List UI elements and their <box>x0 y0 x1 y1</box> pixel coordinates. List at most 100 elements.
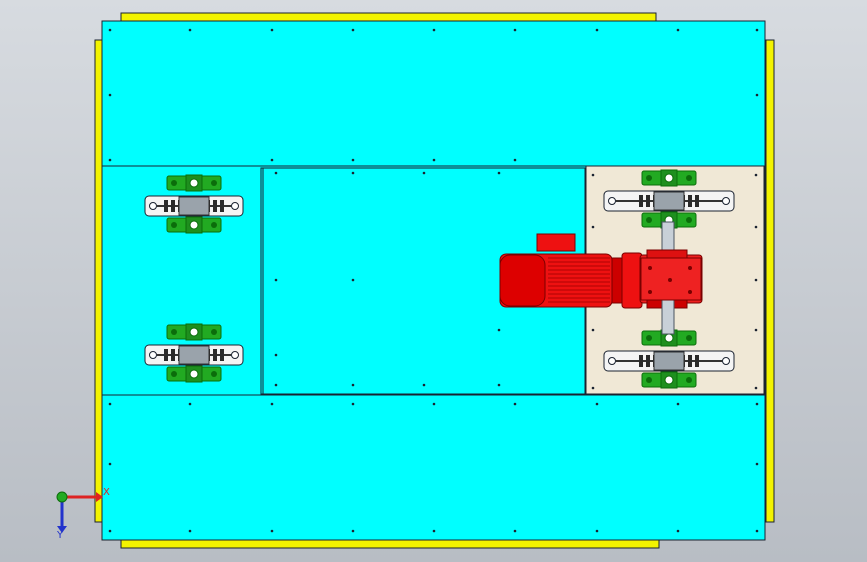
coordinate-triad <box>56 491 103 533</box>
bolt-hole <box>351 383 355 387</box>
bearing-bolt <box>686 217 692 223</box>
bolt-hole <box>274 383 278 387</box>
chain-roller <box>213 200 217 212</box>
bearing-bolt <box>646 175 652 181</box>
slot-bolt <box>149 351 157 359</box>
bolt-hole <box>351 529 355 533</box>
bolt-hole <box>432 28 436 32</box>
bearing-bolt <box>211 180 217 186</box>
bolt-hole <box>351 402 355 406</box>
gear-motor[interactable] <box>499 221 703 335</box>
bolt-hole <box>270 28 274 32</box>
chain-roller <box>688 355 692 367</box>
bolt-hole <box>274 171 278 175</box>
bearing-bolt <box>646 377 652 383</box>
slot-bolt <box>231 351 239 359</box>
chain-roller <box>171 200 175 212</box>
y-axis-arrowhead <box>57 526 67 533</box>
gearbox-bolt <box>668 278 672 282</box>
chain-roller <box>688 195 692 207</box>
bolt-hole <box>108 462 112 466</box>
gearbox-bolt <box>688 266 692 270</box>
z-axis-icon <box>56 491 68 503</box>
bolt-hole <box>591 386 595 390</box>
slot-bolt <box>722 357 730 365</box>
sprocket-hub <box>653 191 685 211</box>
gearbox-bolt <box>648 266 652 270</box>
bolt-hole <box>270 529 274 533</box>
bolt-hole <box>595 28 599 32</box>
sprocket-hub <box>653 351 685 371</box>
chain-roller <box>646 195 650 207</box>
bolt-hole <box>188 402 192 406</box>
bolt-hole <box>108 28 112 32</box>
slot-bolt <box>231 202 239 210</box>
slot-bolt <box>608 197 616 205</box>
bolt-hole <box>274 353 278 357</box>
bolt-hole <box>591 173 595 177</box>
bearing-bore <box>189 178 199 188</box>
bearing-bore <box>664 375 674 385</box>
bolt-hole <box>422 383 426 387</box>
bolt-hole <box>108 93 112 97</box>
bearing-bolt <box>171 180 177 186</box>
sprocket-hub <box>178 345 210 365</box>
chain-roller <box>171 349 175 361</box>
bolt-hole <box>270 158 274 162</box>
left-shaft-assemblies[interactable] <box>144 174 244 383</box>
bearing-bolt <box>211 222 217 228</box>
shaft-assembly[interactable] <box>144 323 244 383</box>
bolt-hole <box>755 93 759 97</box>
chain-roller <box>164 200 168 212</box>
bolt-hole <box>108 402 112 406</box>
gearbox-cap-top-2 <box>646 249 688 259</box>
bearing-bolt <box>686 175 692 181</box>
bearing-bolt <box>646 217 652 223</box>
chain-roller <box>213 349 217 361</box>
bearing-bolt <box>171 329 177 335</box>
bolt-hole <box>188 28 192 32</box>
gearbox-bolt <box>648 290 652 294</box>
bolt-hole <box>676 402 680 406</box>
bolt-hole <box>754 278 758 282</box>
chain-roller <box>220 200 224 212</box>
bolt-hole <box>274 278 278 282</box>
x-axis-arrowhead <box>96 492 103 502</box>
bolt-hole <box>595 529 599 533</box>
bolt-hole <box>432 529 436 533</box>
chain-roller <box>639 355 643 367</box>
bolt-hole <box>351 158 355 162</box>
bolt-hole <box>754 173 758 177</box>
bolt-hole <box>754 386 758 390</box>
bearing-bolt <box>211 329 217 335</box>
bolt-hole <box>676 529 680 533</box>
bolt-hole <box>270 402 274 406</box>
bolt-hole <box>754 328 758 332</box>
bolt-hole <box>351 28 355 32</box>
chain-roller <box>695 355 699 367</box>
bolt-hole <box>497 328 501 332</box>
motor-endcap <box>499 254 546 307</box>
shaft-assembly[interactable] <box>144 174 244 234</box>
slot-bolt <box>608 357 616 365</box>
bolt-hole <box>422 171 426 175</box>
bolt-hole <box>595 402 599 406</box>
frame-rail-right <box>765 39 775 523</box>
bolt-hole <box>676 28 680 32</box>
bolt-hole <box>351 171 355 175</box>
bearing-bolt <box>171 371 177 377</box>
bolt-hole <box>432 402 436 406</box>
chain-roller <box>164 349 168 361</box>
bearing-bolt <box>686 335 692 341</box>
bearing-bolt <box>646 335 652 341</box>
sprocket-hub <box>178 196 210 216</box>
bearing-bolt <box>171 222 177 228</box>
chain-roller <box>695 195 699 207</box>
bolt-hole <box>755 529 759 533</box>
bolt-hole <box>513 28 517 32</box>
chain-roller <box>639 195 643 207</box>
slot-bolt <box>722 197 730 205</box>
bearing-bore <box>664 173 674 183</box>
